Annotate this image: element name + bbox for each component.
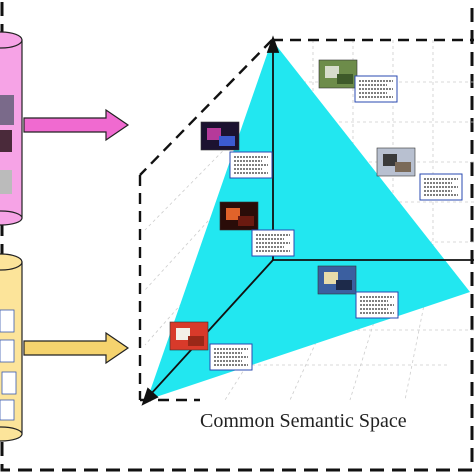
pair-concert [200,121,273,179]
text-document-icon [355,291,399,319]
photo-thumbnail-icon [169,321,209,351]
pair-street [376,147,463,201]
pair-elmo [169,321,253,371]
diagram-caption: Common Semantic Space [200,410,407,432]
photo-thumbnail-icon [200,121,240,151]
text-document-icon [251,229,295,257]
pair-fireworks [219,201,295,257]
text-document-icon [419,173,463,201]
pair-landscape [318,59,398,103]
text-arrow-icon [23,331,130,365]
image-arrow-icon [23,108,130,142]
pair-cityscape [317,265,399,319]
text-document-icon [229,151,273,179]
photo-thumbnail-icon [376,147,416,177]
cube-dashed-frame [138,38,474,402]
photo-thumbnail-icon [317,265,357,295]
photo-thumbnail-icon [318,59,358,89]
text-document-icon [209,343,253,371]
text-database-icon [0,253,23,442]
text-document-icon [354,75,398,103]
image-database-icon [0,31,23,226]
photo-thumbnail-icon [219,201,259,231]
